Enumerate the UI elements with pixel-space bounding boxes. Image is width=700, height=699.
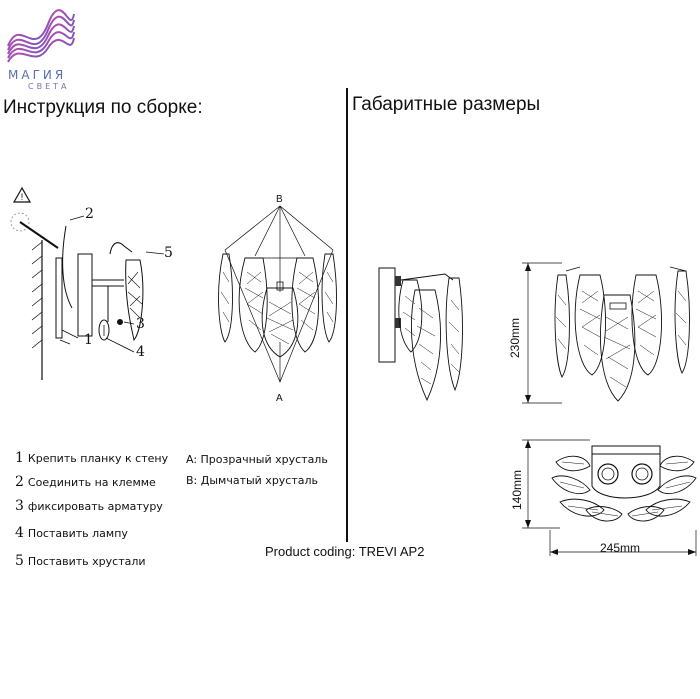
dimensions-title: Габаритные размеры [352,94,541,115]
top-view-drawing [522,439,697,556]
assembly-title: Инструкция по сборке: [3,97,203,118]
crystal-drop-icon [125,259,144,342]
callout-3: 3 [136,316,145,332]
vertical-divider [346,88,348,542]
assembly-diagram: ! [10,186,165,380]
label-a: A [276,393,283,404]
callout-4: 4 [136,344,145,360]
callout-1: 1 [84,332,93,348]
callout-2: 2 [85,206,94,222]
dimension-width: 245mm [600,541,641,555]
hand-icon [10,212,30,232]
logo-word: МАГИЯ [8,68,67,82]
callout-5: 5 [164,245,173,261]
product-coding: Product coding: TREVI AP2 [265,544,425,559]
warning-icon [12,186,32,203]
front-view-drawing [522,262,690,404]
logo-emblem [7,9,75,63]
bulb-icon [98,319,110,341]
legend-smoky-crystal: B: Дымчатый хрусталь [186,474,319,487]
legend-clear-crystal: A: Прозрачный хрусталь [186,453,328,466]
dimension-depth: 140mm [510,469,524,510]
svg-text:!: ! [21,192,24,202]
logo-sub: СВЕТА [28,82,70,91]
crystal-type-diagram [218,205,337,383]
dimension-height: 230mm [508,317,522,358]
side-view-drawing [378,267,463,402]
label-b: B [276,194,283,205]
